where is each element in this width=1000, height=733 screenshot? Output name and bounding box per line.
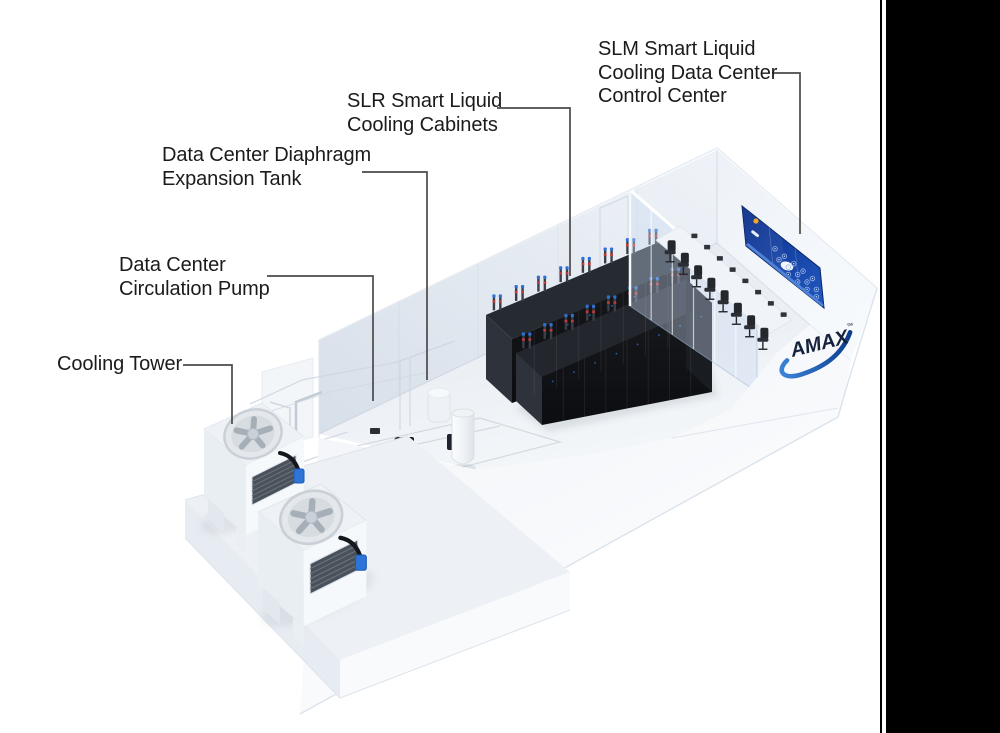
office-chairs <box>664 240 769 350</box>
cooling-cabinet-rows <box>486 228 718 432</box>
right-black-panel <box>886 0 1000 733</box>
pipe-cap <box>354 554 367 571</box>
amax-logo-tm: ™ <box>846 322 854 330</box>
label-slm-control-center: SLM Smart Liquid Cooling Data Center Con… <box>598 38 777 109</box>
label-line: Control Center <box>598 85 727 107</box>
label-circulation-pump: Data Center Circulation Pump <box>119 254 270 301</box>
bottom-silhouette-edge <box>299 287 878 715</box>
screen-sun-icon <box>753 218 759 224</box>
label-line: Cooling Cabinets <box>347 113 498 136</box>
rack-panel-seams <box>522 273 703 421</box>
callout-line-circulation-pump <box>267 275 374 401</box>
control-room <box>655 225 793 350</box>
control-center-screen <box>741 204 825 310</box>
label-slr-cabinets: SLR Smart Liquid Cooling Cabinets <box>347 90 502 137</box>
label-line: SLR Smart Liquid <box>347 90 503 112</box>
amax-swoosh-icon <box>779 329 853 379</box>
label-cooling-tower: Cooling Tower <box>57 353 182 377</box>
label-line: Data Center <box>119 254 226 276</box>
back-wall <box>319 150 717 434</box>
callout-line-slr-cabinets <box>497 107 571 276</box>
label-line: Cooling Data Center <box>598 61 778 84</box>
desk-monitors <box>691 233 787 317</box>
callout-line-expansion-tank <box>362 171 428 380</box>
fan-icon <box>279 489 344 546</box>
cooling-tower-unit <box>257 483 368 646</box>
callout-line-cooling-tower <box>183 364 233 424</box>
pipe-cap <box>293 468 305 484</box>
fan-icon <box>223 408 283 460</box>
label-line: Cooling Tower <box>57 353 183 375</box>
rack-row-front <box>516 279 712 425</box>
cooling-towers <box>203 402 368 646</box>
cooling-tower-unit <box>203 402 305 553</box>
top-silhouette-edge <box>318 147 878 341</box>
screen-ui <box>742 206 824 308</box>
callout-line-slm-control <box>772 72 801 234</box>
label-line: Data Center Diaphragm <box>162 144 372 166</box>
label-line: SLM Smart Liquid <box>598 38 756 60</box>
label-expansion-tank: Data Center Diaphragm Expansion Tank <box>162 144 371 191</box>
callout-lines <box>183 72 801 424</box>
coolant-fittings <box>492 228 681 349</box>
right-divider-line <box>880 0 882 733</box>
label-line: Circulation Pump <box>119 277 270 300</box>
label-line: Expansion Tank <box>162 167 302 190</box>
